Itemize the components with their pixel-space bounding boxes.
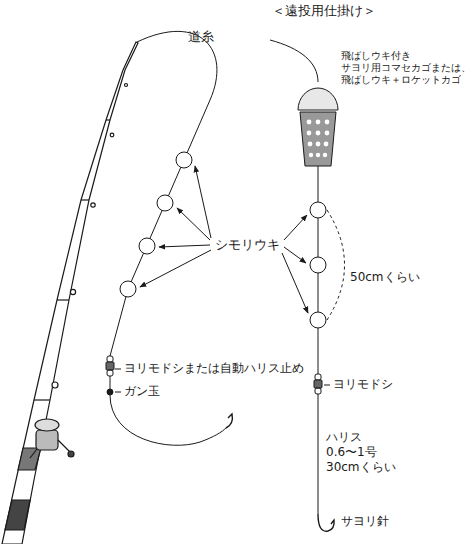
swivel: [315, 388, 321, 394]
label-leader: [115, 392, 121, 393]
rod-joint: [106, 119, 110, 120]
reel-seat: [18, 448, 41, 470]
rod-blank: [2, 42, 138, 544]
rod-guide: [70, 289, 75, 294]
reel-spool: [35, 419, 59, 431]
sinking-float: [176, 152, 192, 168]
swivel: [107, 356, 113, 362]
split-shot: [107, 389, 113, 395]
rod-joint: [57, 299, 69, 300]
sinking-float: [310, 257, 326, 273]
pointer-arrow: [284, 215, 307, 240]
sinking-float: [139, 238, 155, 254]
reel-handle: [58, 440, 70, 452]
swivel: [315, 374, 321, 380]
leader-line: [110, 395, 226, 445]
pointer-arrow: [284, 247, 306, 263]
sinking-float: [310, 312, 326, 328]
sinking-float: [157, 195, 173, 211]
hook: [226, 414, 232, 428]
pointer-arrow: [177, 208, 210, 240]
pointer-arrow: [159, 245, 210, 247]
hook: [318, 514, 334, 531]
rig-title: ＜遠投用仕掛け＞: [272, 3, 376, 19]
swivel-label: ヨリモドシ: [333, 377, 393, 392]
basket-label: 飛ばしウキ付き サヨリ用コマセカゴまたは、 飛ばしウキ＋ロケットカゴ: [341, 50, 471, 86]
fishing-rod: [2, 42, 138, 544]
float-label: シモリウキ: [215, 237, 280, 253]
spinning-reel: [30, 419, 74, 458]
rod-guide: [91, 203, 95, 207]
left-rig: [106, 31, 232, 445]
main-line: [110, 31, 217, 356]
rod-guide: [125, 84, 128, 87]
spacing-label: 50cmくらい: [350, 270, 420, 285]
hook-label: サヨリ針: [341, 514, 389, 529]
basket-holes: [307, 120, 330, 158]
swivel-label: ヨリモドシまたは自動ハリス止め: [124, 361, 304, 376]
rod-guide: [52, 382, 58, 388]
label-leader: [324, 385, 330, 386]
swivel: [107, 370, 113, 376]
pointer-arrow: [282, 253, 308, 313]
sinking-float: [310, 202, 326, 218]
rod-joint: [81, 199, 89, 200]
rod-guide: [110, 133, 114, 137]
casting-float: [298, 88, 338, 110]
pointer-arrow: [140, 250, 211, 287]
reel-body: [36, 430, 58, 450]
rod-joint: [34, 399, 50, 400]
reel-knob: [68, 451, 74, 457]
line-label: 道糸: [188, 29, 214, 45]
main-line: [270, 40, 318, 82]
swivel: [314, 380, 322, 388]
leader-label: ハリス 0.6〜1号 30cmくらい: [326, 430, 396, 475]
rod-grip: [5, 500, 30, 530]
leader-line: [110, 376, 111, 389]
split-shot-label: ガン玉: [124, 384, 160, 399]
leader-line: [318, 394, 319, 514]
chum-basket: [300, 112, 336, 166]
swivel: [106, 362, 114, 370]
pointer-arrows: [140, 166, 308, 313]
spacing-bracket: [327, 210, 345, 320]
label-leader: [115, 369, 121, 370]
sinking-float: [120, 281, 136, 297]
